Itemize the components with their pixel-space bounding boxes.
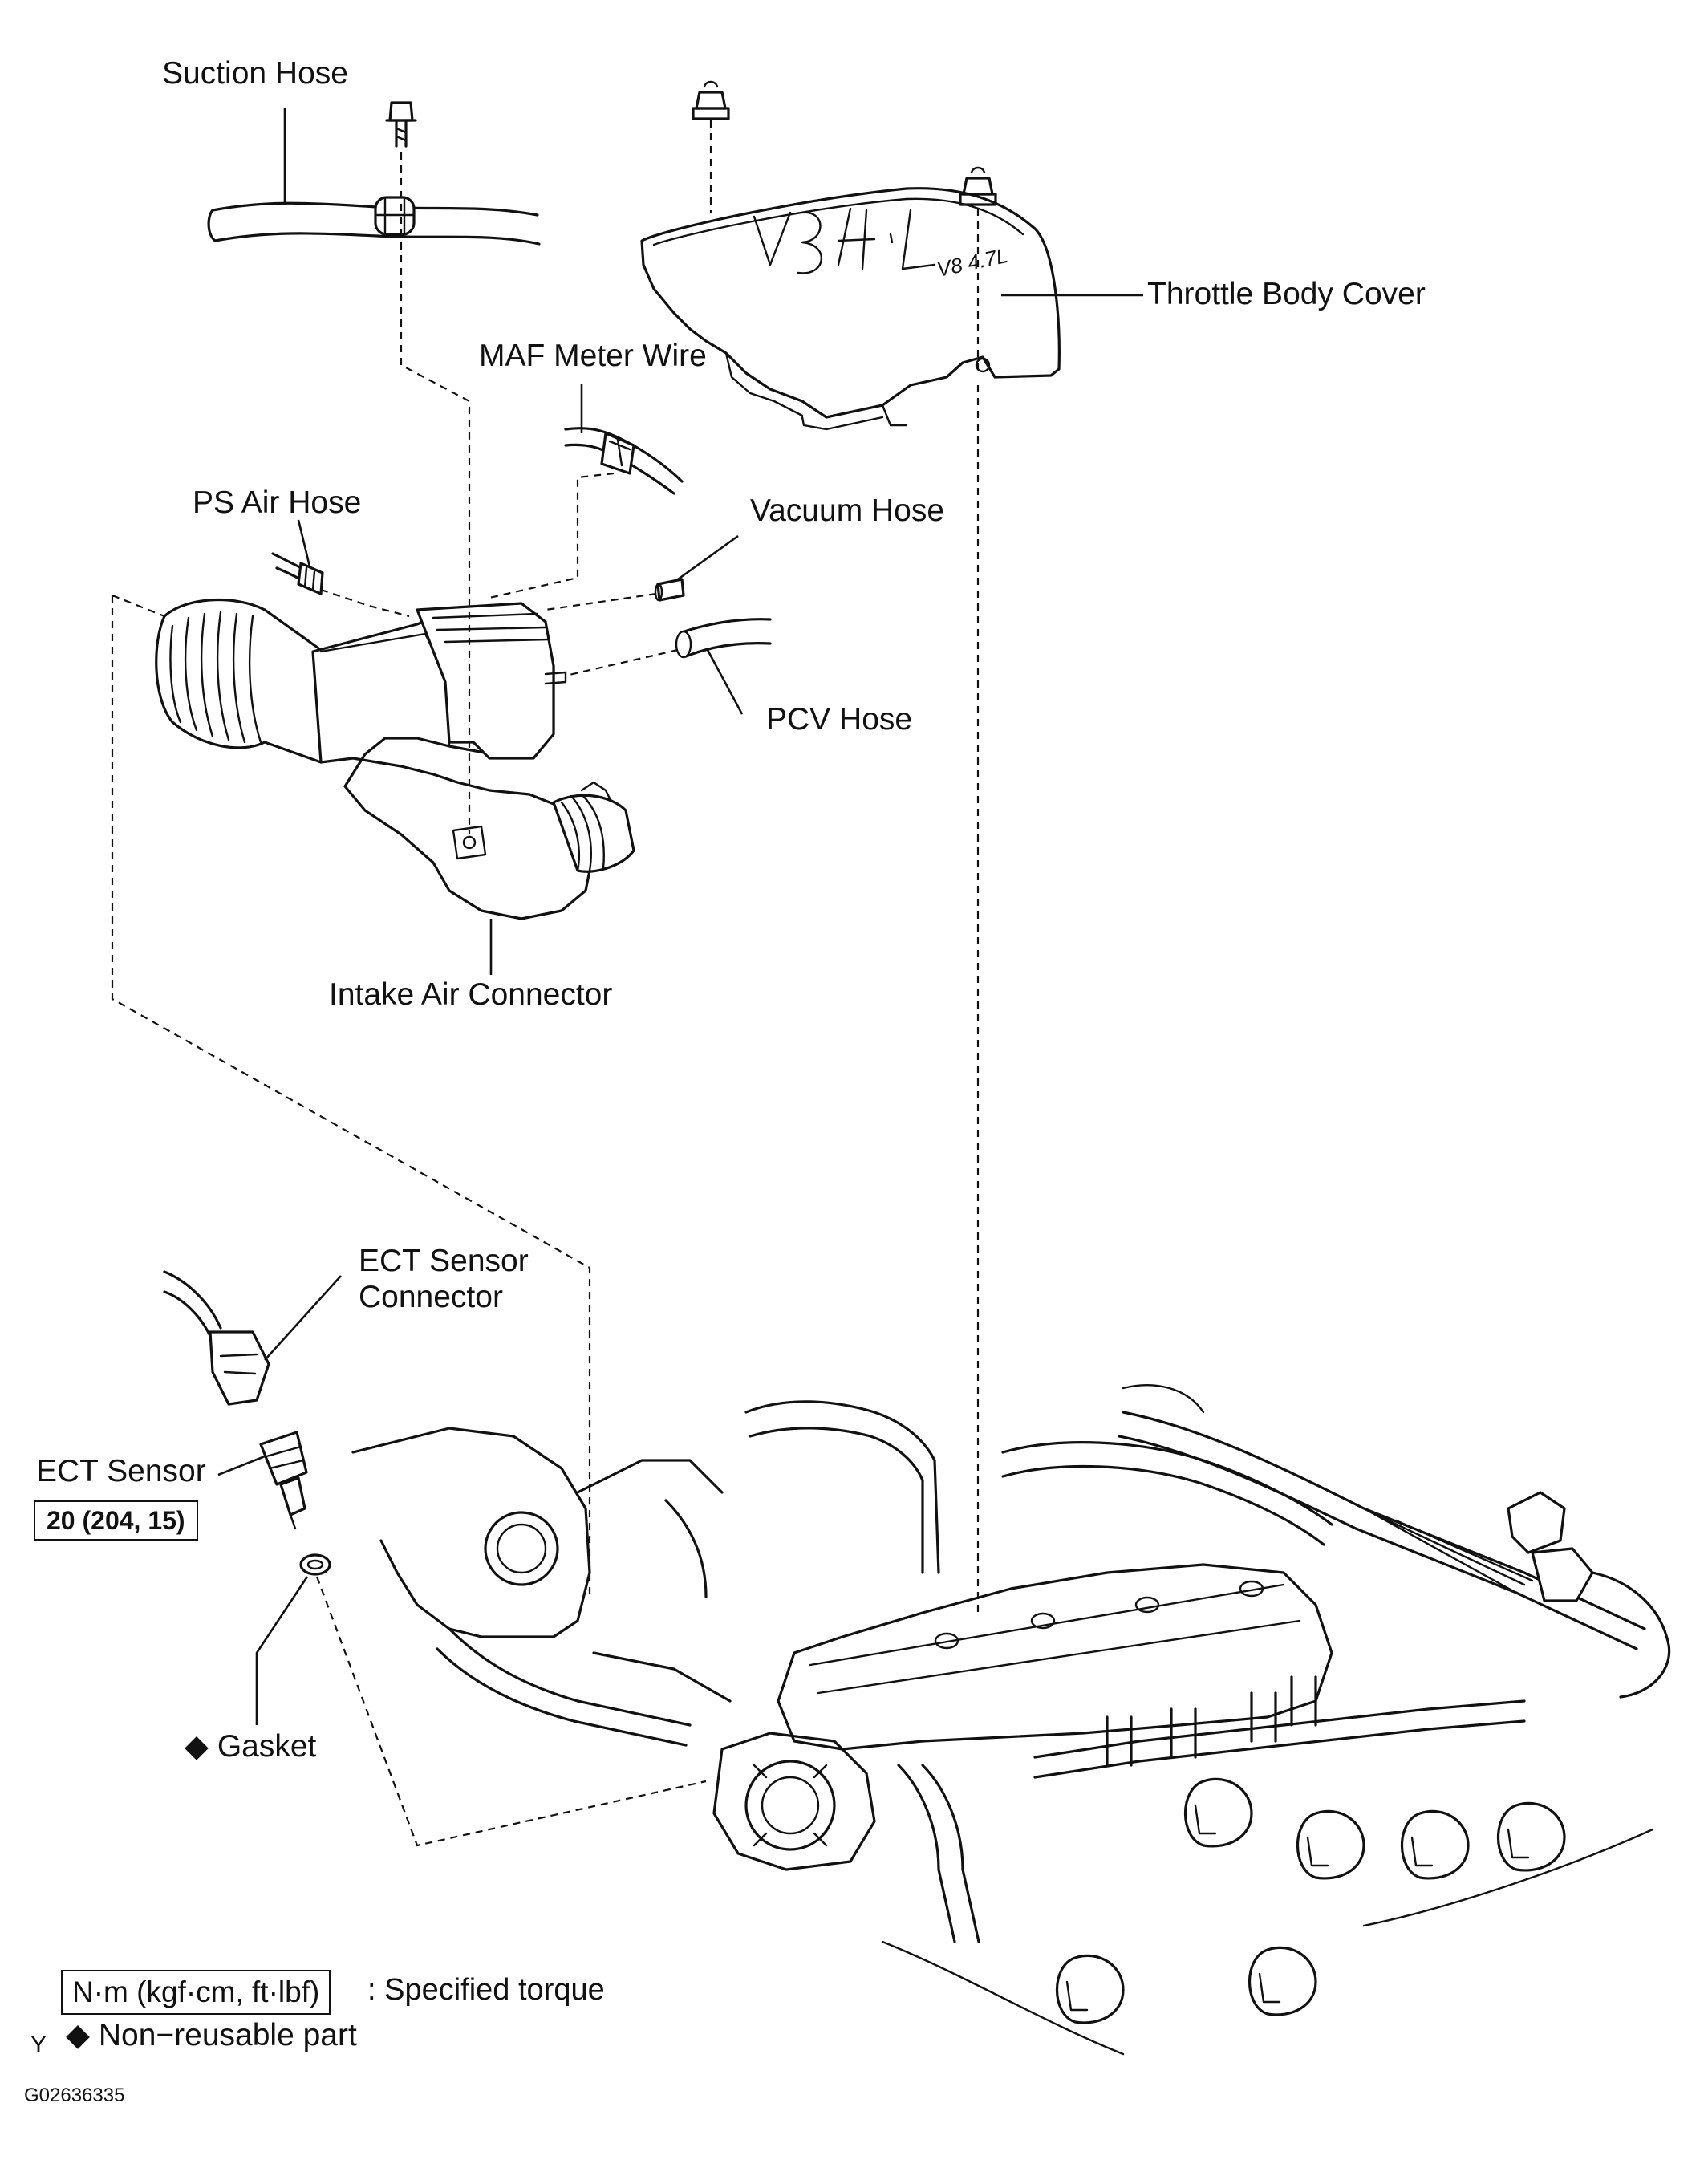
engine-assembly bbox=[351, 1384, 1671, 2056]
label-pcv-hose: PCV Hose bbox=[766, 702, 913, 737]
leader-lines bbox=[217, 108, 1143, 1725]
throttle-body-cover: V8 4.7L bbox=[640, 187, 1061, 431]
intake-air-connector bbox=[155, 598, 635, 920]
label-intake-air-connector: Intake Air Connector bbox=[329, 977, 613, 1012]
label-gasket: ◆ Gasket bbox=[185, 1729, 316, 1765]
label-suction-hose: Suction Hose bbox=[162, 56, 348, 91]
figure-code: G02636335 bbox=[24, 2085, 125, 2106]
legend-diamond-icon: ◆ bbox=[66, 2018, 90, 2052]
vacuum-hose bbox=[654, 578, 685, 602]
bolt-top bbox=[385, 101, 417, 148]
ect-sensor bbox=[259, 1431, 308, 1530]
label-ps-air-hose: PS Air Hose bbox=[193, 485, 362, 520]
ect-sensor-torque-box: 20 (204, 15) bbox=[34, 1500, 198, 1541]
label-ect-sensor: ECT Sensor bbox=[36, 1454, 206, 1488]
nut-left bbox=[692, 80, 730, 120]
suction-hose bbox=[207, 196, 541, 246]
label-ect-sensor-connector-line1: ECT Sensor bbox=[359, 1244, 529, 1278]
label-ect-sensor-connector: ECT Sensor Connector bbox=[359, 1244, 529, 1316]
ps-air-hose bbox=[271, 552, 324, 595]
label-throttle-body-cover: Throttle Body Cover bbox=[1147, 277, 1426, 311]
label-ect-sensor-connector-line2: Connector bbox=[359, 1279, 503, 1314]
legend-torque-units: N·m (kgf·cm, ft·lbf) bbox=[61, 1970, 331, 2016]
label-vacuum-hose: Vacuum Hose bbox=[750, 493, 945, 528]
nonreusable-diamond-icon: ◆ bbox=[185, 1729, 209, 1764]
maf-meter-wire bbox=[564, 427, 684, 495]
legend-torque-desc: : Specified torque bbox=[367, 1973, 605, 2007]
nut-right bbox=[959, 166, 997, 206]
label-gasket-text: Gasket bbox=[217, 1729, 317, 1764]
gasket bbox=[299, 1553, 331, 1576]
corner-mark: Y bbox=[30, 2032, 47, 2058]
label-maf-meter-wire: MAF Meter Wire bbox=[479, 339, 707, 373]
pcv-hose bbox=[675, 618, 772, 659]
legend-nonreusable-text: Non−reusable part bbox=[98, 2018, 357, 2052]
legend-nonreusable: ◆ Non−reusable part bbox=[66, 2018, 357, 2054]
alignment-lines bbox=[111, 120, 980, 1847]
ect-sensor-connector bbox=[163, 1270, 270, 1406]
